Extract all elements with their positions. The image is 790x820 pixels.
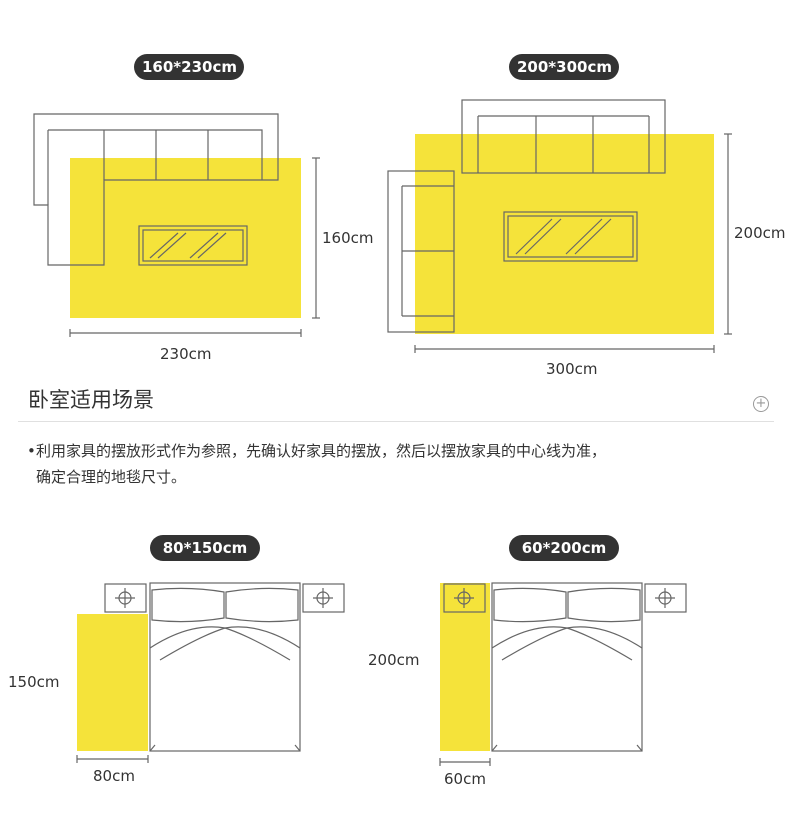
section-divider [18,421,774,422]
rug-160x230 [70,158,301,318]
section-title: 卧室适用场景 [28,388,154,412]
dim-line-height-right [724,133,732,335]
living-left-diagram [33,113,320,337]
dim-line-width-left [69,329,302,337]
bed [149,582,301,752]
size-pill-60x200: 60*200cm [509,535,619,561]
dim-label-200cm: 200cm [734,224,786,242]
dim-label-60cm: 60cm [444,770,486,788]
dim-label-200cm-bed: 200cm [368,651,420,669]
description-line-2: 确定合理的地毯尺寸。 [36,468,187,486]
bedroom-left-diagram [76,582,345,763]
nightstand-right-2 [644,583,687,613]
description-line-1: 利用家具的摆放形式作为参照，先确认好家具的摆放，然后以摆放家具的中心线为准， [36,442,607,460]
three-seat-sofa [461,99,666,174]
dim-line-bed-left-width [76,755,149,763]
dim-line-height-left [312,157,320,319]
dim-label-230cm: 230cm [160,345,212,363]
size-pill-80x150: 80*150cm [150,535,260,561]
dim-label-300cm: 300cm [546,360,598,378]
dim-label-160cm: 160cm [322,229,374,247]
dim-label-150cm: 150cm [8,673,60,691]
plus-circle-icon[interactable]: + [753,396,769,412]
living-right-diagram [387,99,732,353]
size-pill-160x230: 160*230cm [134,54,244,80]
section-description: • 利用家具的摆放形式作为参照，先确认好家具的摆放，然后以摆放家具的中心线为准，… [27,438,766,490]
rug-80x150 [77,614,148,751]
dim-label-80cm: 80cm [93,767,135,785]
l-sofa [33,113,279,266]
bedroom-right-diagram [439,582,687,766]
dim-line-bed-right-width [439,758,491,766]
bed-2 [491,582,643,752]
nightstand-left [104,583,147,613]
bullet: • [27,442,36,460]
nightstand-left-2 [443,583,486,613]
coffee-table-large [503,211,638,262]
size-pill-200x300: 200*300cm [509,54,619,80]
rug-200x300 [415,134,714,334]
nightstand-right [302,583,345,613]
dim-line-width-right [414,345,715,353]
rug-60x200 [440,583,490,751]
living-room-diagrams [33,99,732,353]
coffee-table [138,225,248,266]
